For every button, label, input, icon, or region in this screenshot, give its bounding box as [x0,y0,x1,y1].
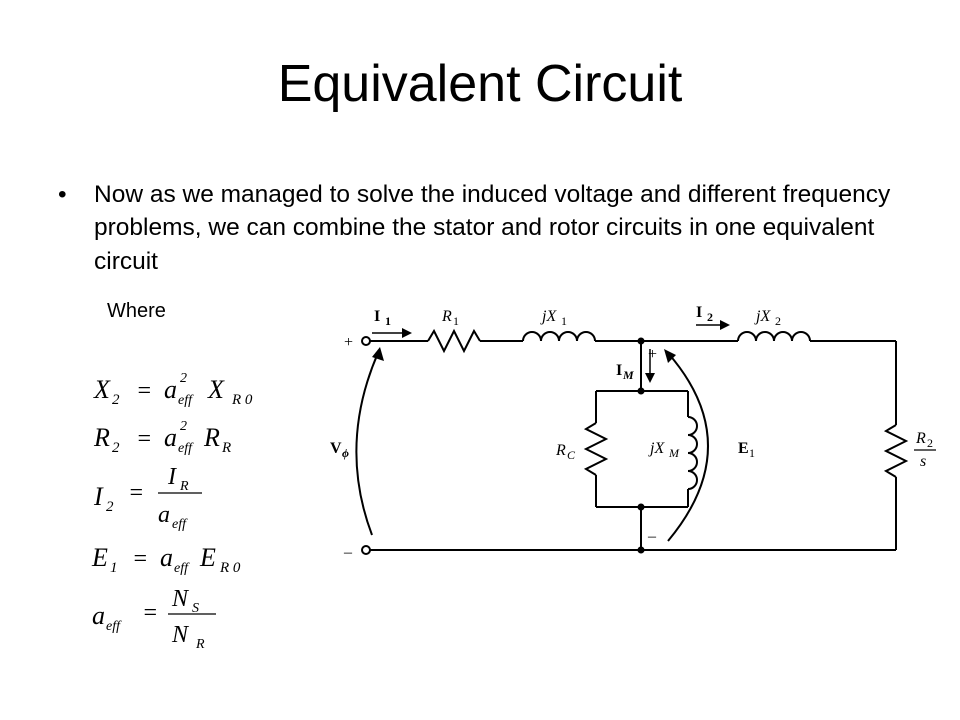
eq4-rhs: E [199,543,216,572]
label-e1-sub: 1 [749,446,755,460]
eq1-lhs-sub: 2 [112,392,120,408]
terminal-bottom [361,545,371,555]
arrowhead-e1 [664,349,676,363]
eq5-num-sub: S [192,601,199,616]
resistor-r2-over-s [883,424,909,478]
eq1-a: a [164,375,177,404]
eq2-a-sup: 2 [180,419,187,434]
label-jx2: jX [754,308,771,325]
eq1-rhs-sub: R 0 [231,392,253,408]
terminal-top [361,336,371,346]
equation-x2: X 2 = a 2 eff X R 0 [93,371,253,408]
inductor-jx2 [737,331,811,342]
label-e1: E [738,440,749,457]
equivalent-circuit-diagram: I 1 R 1 jX 1 I 2 jX 2 I M R C jX M E 1 V… [330,304,936,561]
label-r1: R [441,308,452,325]
resistor-r1 [427,328,481,354]
eq3-num: I [167,464,177,490]
eq5-den: N [171,622,190,648]
eq2-rhs: R [203,423,220,452]
inductor-jxm [687,416,698,490]
inductor-jx1 [522,331,596,342]
label-r2s-den: s [920,453,926,470]
eq1-equals: = [136,378,152,404]
resistor-rc [583,422,609,476]
label-vphi: V [330,440,342,457]
arrowhead-vphi [372,347,384,361]
eq2-a-sub: eff [178,441,194,456]
eq3-den: a [158,502,170,528]
eq5-num: N [171,586,190,612]
eq2-rhs-sub: R [221,440,231,456]
label-jx1-sub: 1 [561,314,567,328]
eq5-lhs: a [92,601,105,630]
label-jxm-sub: M [668,446,680,460]
equation-e1: E 1 = a eff E R 0 [91,543,241,576]
equation-i2: I 2 = I R a eff [93,464,202,532]
eq1-rhs: X [207,375,225,404]
eq3-num-sub: R [179,479,189,494]
eq4-a: a [160,543,173,572]
node-top-junction [637,337,645,345]
label-i2-sub: 2 [707,310,713,324]
eq3-lhs-sub: 2 [106,499,114,515]
eq4-lhs-sub: 1 [110,560,118,576]
label-i1-sub: 1 [385,314,391,328]
equation-aeff: a eff = N S N R [92,586,216,652]
label-minus-left: – [343,544,353,561]
label-im-sub: M [622,368,634,382]
eq1-a-sup: 2 [180,371,187,386]
eq4-lhs: E [91,543,108,572]
label-vphi-sub: ϕ [342,446,349,460]
label-im: I [616,362,622,379]
label-r1-sub: 1 [453,314,459,328]
eq2-equals: = [136,426,152,452]
slide-title: Equivalent Circuit [277,55,683,113]
eq4-a-sub: eff [174,561,190,576]
eq5-lhs-sub: eff [106,619,122,634]
equation-r2: R 2 = a 2 eff R R [93,419,231,456]
label-jx2-sub: 2 [775,314,781,328]
label-i1: I [374,308,380,325]
voltage-arc-e1 [667,352,709,542]
label-jxm: jX [648,440,665,457]
label-i2: I [696,304,702,321]
eq3-equals: = [128,480,144,506]
label-minus-shunt: – [647,528,657,545]
node-shunt-upper [637,387,645,395]
eq5-equals: = [142,600,158,626]
label-rc: R [555,442,566,459]
bullet-item: • Now as we managed to solve the induced… [58,178,918,278]
label-plus-left: + [344,334,353,351]
label-r2s-num: R [915,430,926,447]
arrowhead-im [645,373,655,383]
equations-block: X 2 = a 2 eff X R 0 R 2 = a 2 eff R R I … [91,371,253,652]
eq3-lhs: I [93,482,104,511]
voltage-arc-vphi [355,352,379,536]
label-rc-sub: C [567,448,576,462]
eq2-a: a [164,423,177,452]
eq1-lhs: X [93,375,111,404]
eq3-den-sub: eff [172,517,188,532]
node-bottom-junction [637,546,645,554]
where-label: Where [107,300,166,322]
label-r2s-num-sub: 2 [927,436,933,450]
node-shunt-lower [637,503,645,511]
label-plus-shunt: + [648,346,657,363]
eq5-den-sub: R [195,637,205,652]
eq1-a-sub: eff [178,393,194,408]
eq4-rhs-sub: R 0 [219,560,241,576]
eq2-lhs-sub: 2 [112,440,120,456]
bullet-icon: • [58,181,67,208]
arrowhead-i2 [720,320,730,330]
label-jx1: jX [540,308,557,325]
arrowhead-i1 [402,328,412,338]
eq2-lhs: R [93,423,110,452]
bullet-text: Now as we managed to solve the induced v… [94,181,891,275]
eq4-equals: = [132,546,148,572]
